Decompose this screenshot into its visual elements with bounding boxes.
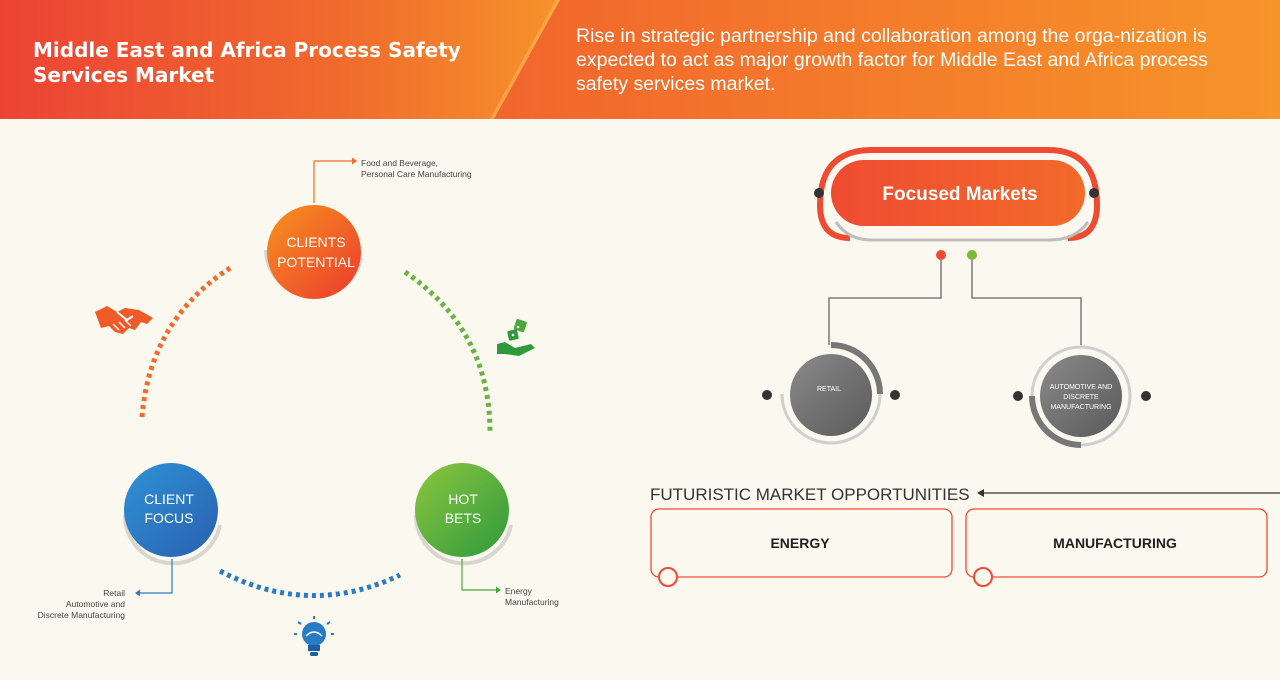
hot-bets-connector	[461, 559, 496, 591]
handshake-icon	[95, 306, 153, 334]
client-focus-note-3: Discrete Manufacturing	[38, 610, 126, 620]
hot-bets-node: HOT BETS	[413, 463, 513, 566]
automotive-node: AUTOMOTIVE AND DISCRETE MANUFACTURING	[1013, 345, 1151, 448]
manufacturing-label: MANUFACTURING	[1053, 535, 1177, 551]
header-title-panel	[0, 0, 560, 119]
hot-bets-note-1: Energy	[505, 586, 533, 596]
clients-potential-note-2: Personal Care Manufacturing	[361, 169, 472, 179]
focused-markets-block: Focused Markets	[814, 147, 1101, 242]
connector-dot-green	[967, 250, 977, 260]
client-focus-note-1: Retail	[103, 588, 125, 598]
client-focus-label-2: FOCUS	[145, 510, 194, 526]
opportunity-box-energy: ENERGY	[650, 508, 953, 587]
lightbulb-icon	[294, 616, 334, 656]
opportunity-box-manufacturing: MANUFACTURING	[965, 508, 1268, 587]
futuristic-title: FUTURISTIC MARKET OPPORTUNITIES	[650, 485, 970, 504]
clients-potential-label-1: CLIENTS	[286, 234, 345, 250]
retail-node: RETAIL	[762, 342, 900, 445]
futuristic-arrow-head	[977, 489, 984, 497]
clients-potential-connector	[313, 160, 352, 203]
client-focus-note-2: Automotive and	[66, 599, 125, 609]
clients-potential-label-2: POTENTIAL	[277, 254, 355, 270]
hot-bets-label-2: BETS	[445, 510, 482, 526]
connector-line-automotive	[971, 260, 1082, 345]
hot-bets-note-2: Manufacturing	[505, 597, 559, 607]
arc-green	[403, 269, 493, 433]
retail-label: RETAIL	[817, 386, 841, 393]
automotive-label-2: DISCRETE	[1063, 394, 1099, 401]
clients-potential-arrow	[352, 157, 357, 165]
client-focus-arrow	[135, 589, 140, 597]
arc-blue	[218, 568, 402, 598]
client-focus-label-1: CLIENT	[144, 491, 194, 507]
hot-bets-label-1: HOT	[448, 491, 478, 507]
automotive-label-3: MANUFACTURING	[1050, 404, 1111, 411]
page-title: Middle East and Africa Process Safety Se…	[33, 38, 461, 87]
automotive-label-1: AUTOMOTIVE AND	[1050, 384, 1113, 391]
money-hand-icon	[497, 319, 535, 356]
clients-potential-note-1: Food and Beverage,	[361, 158, 438, 168]
client-focus-connector	[140, 559, 173, 594]
page-subtitle: Rise in strategic partnership and collab…	[576, 25, 1208, 95]
energy-label: ENERGY	[770, 535, 830, 551]
arc-orange	[139, 265, 232, 418]
connector-dot-red	[936, 250, 946, 260]
hot-bets-arrow	[496, 586, 501, 594]
clients-potential-node: CLIENTS POTENTIAL	[264, 205, 363, 299]
connector-line-retail	[828, 260, 942, 345]
focused-markets-title: Focused Markets	[882, 184, 1037, 205]
client-focus-node: CLIENT FOCUS	[122, 463, 222, 566]
